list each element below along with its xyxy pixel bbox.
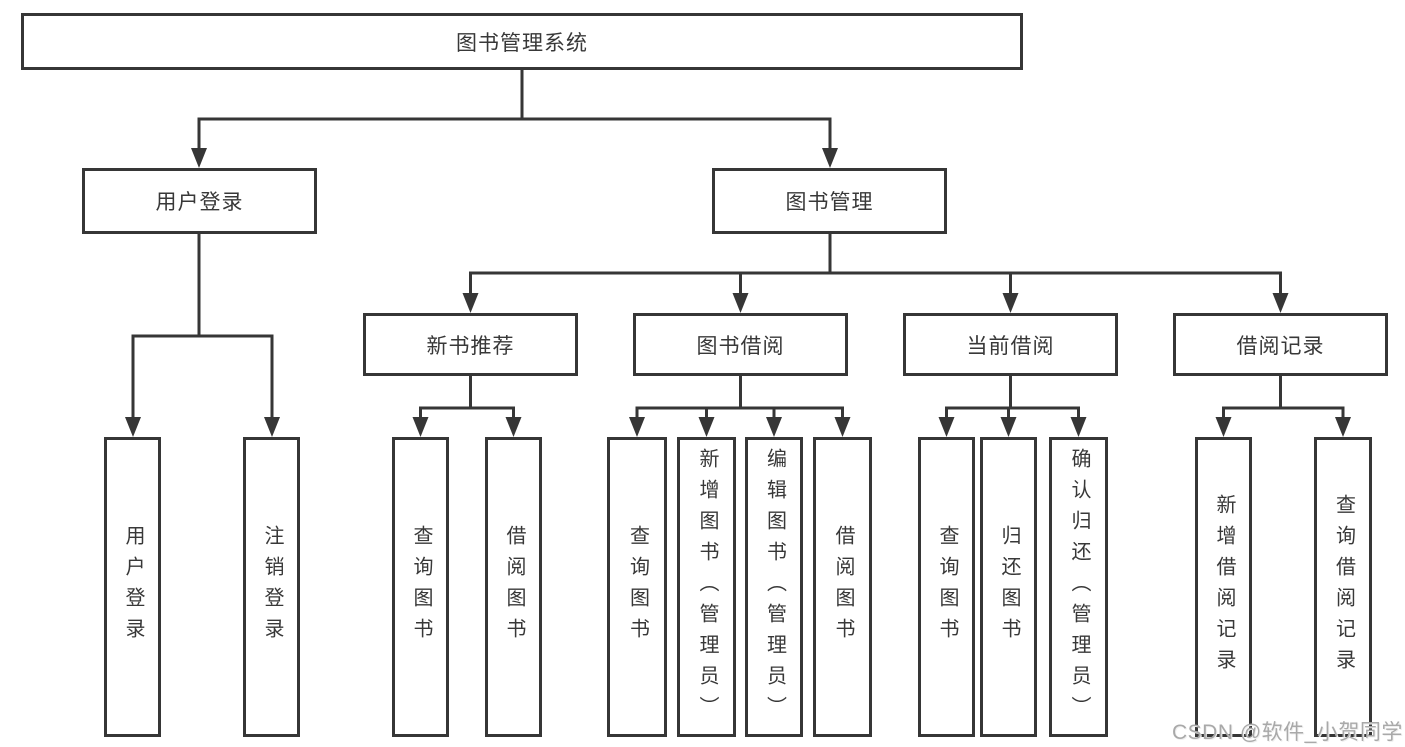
leaf-confirm-return-admin: 确认归还（管理员） [1049,437,1108,737]
node-label: 图书管理 [785,191,874,214]
node-label: 新增图书（管理员） [696,447,718,727]
node-library-management-system: 图书管理系统 [21,13,1023,70]
leaf-query-borrow-record: 查询借阅记录 [1314,437,1372,737]
node-label: 新增借阅记录 [1213,494,1235,680]
node-label: 查询借阅记录 [1332,494,1355,680]
node-label: 新书推荐 [426,334,515,358]
node-label: 借阅图书 [832,525,854,649]
leaf-return-book: 归还图书 [980,437,1037,737]
leaf-borrow-books-recommend: 借阅图书 [485,437,542,737]
leaf-query-books-recommend: 查询图书 [392,437,449,737]
leaf-user-login: 用户登录 [104,437,161,737]
node-label: 图书管理系统 [456,31,588,55]
node-current-borrowing: 当前借阅 [903,313,1118,376]
node-label: 编辑图书（管理员） [763,447,786,727]
node-borrowing-records: 借阅记录 [1173,313,1388,376]
leaf-borrow-books-borrowing: 借阅图书 [813,437,872,737]
node-label: 借阅记录 [1236,334,1325,358]
node-label: 查询图书 [936,525,958,649]
leaf-add-borrow-record: 新增借阅记录 [1195,437,1252,737]
leaf-query-books-borrowing: 查询图书 [607,437,667,737]
node-book-management: 图书管理 [712,168,947,234]
node-label: 归还图书 [998,525,1020,649]
node-label: 图书借阅 [696,334,785,358]
leaf-logout: 注销登录 [243,437,300,737]
node-label: 注销登录 [261,525,283,649]
node-user-login: 用户登录 [82,168,317,234]
node-label: 查询图书 [410,525,432,649]
node-label: 确认归还（管理员） [1068,447,1090,727]
leaf-add-book-admin: 新增图书（管理员） [677,437,736,737]
node-label: 借阅图书 [503,525,525,649]
leaf-query-books-current: 查询图书 [918,437,975,737]
node-label: 用户登录 [155,191,244,214]
node-label: 查询图书 [626,525,649,649]
csdn-watermark: CSDN @软件_小贺同学 [1172,721,1403,744]
leaf-edit-book-admin: 编辑图书（管理员） [745,437,803,737]
node-new-book-recommendation: 新书推荐 [363,313,578,376]
node-book-borrowing: 图书借阅 [633,313,848,376]
node-label: 当前借阅 [966,334,1055,358]
node-label: 用户登录 [122,525,144,649]
